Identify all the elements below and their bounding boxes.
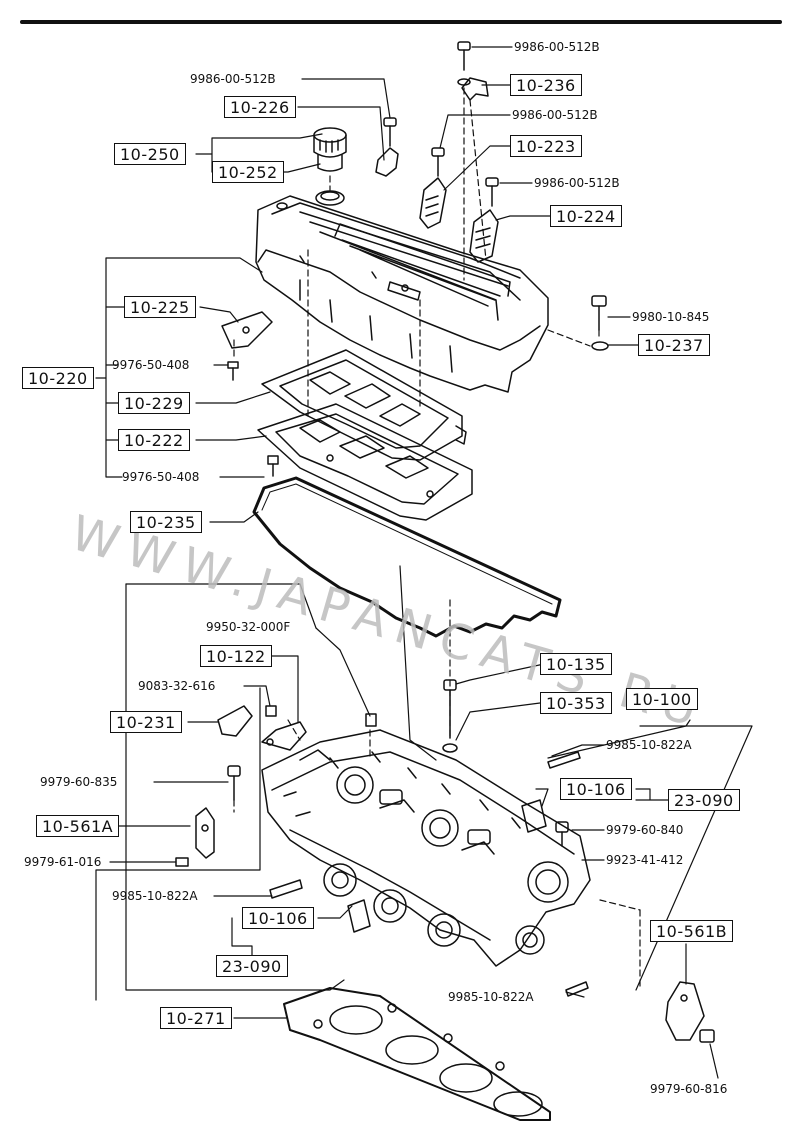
bracket-10-122 — [261, 721, 307, 751]
part-number-9986-left: 9986-00-512B — [190, 72, 276, 86]
baffle-plate-10-229 — [261, 349, 467, 461]
bracket-10-561B — [665, 981, 705, 1041]
part-number-9980: 9980-10-845 — [632, 310, 710, 324]
callout-10-231: 10-231 — [110, 711, 182, 733]
callout-23-090-right: 23-090 — [668, 789, 740, 811]
callout-10-235: 10-235 — [130, 511, 202, 533]
bracket-10-225 — [221, 311, 273, 349]
callout-10-220: 10-220 — [22, 367, 94, 389]
part-number-9985-a: 9985-10-822A — [606, 738, 692, 752]
callout-10-250: 10-250 — [114, 143, 186, 165]
part-number-9979-816: 9979-60-816 — [650, 1082, 728, 1096]
callout-10-106-left: 10-106 — [242, 907, 314, 929]
clip-10-223 — [419, 177, 447, 229]
part-number-9986-top: 9986-00-512B — [514, 40, 600, 54]
callout-10-252: 10-252 — [212, 161, 284, 183]
part-number-9985-b: 9985-10-822A — [112, 889, 198, 903]
callout-23-090-left: 23-090 — [216, 955, 288, 977]
part-number-9083: 9083-32-616 — [138, 679, 216, 693]
callout-10-237: 10-237 — [638, 334, 710, 356]
callout-10-135: 10-135 — [540, 653, 612, 675]
part-number-9976-a: 9976-50-408 — [112, 358, 190, 372]
cylinder-head-cover — [255, 190, 549, 393]
callout-10-106-right: 10-106 — [560, 778, 632, 800]
callout-10-223: 10-223 — [510, 135, 582, 157]
callout-10-271: 10-271 — [160, 1007, 232, 1029]
clip-10-224 — [469, 209, 499, 263]
part-number-9979-835: 9979-60-835 — [40, 775, 118, 789]
callout-10-229: 10-229 — [118, 392, 190, 414]
head-gasket-10-271 — [283, 987, 551, 1121]
clip-10-236 — [461, 77, 489, 101]
callout-10-226: 10-226 — [224, 96, 296, 118]
part-number-9985-c: 9985-10-822A — [448, 990, 534, 1004]
part-number-9979-840: 9979-60-840 — [606, 823, 684, 837]
clip-10-226 — [375, 147, 399, 177]
head-cover-gasket — [252, 476, 562, 638]
baffle-plate-10-222 — [257, 403, 473, 521]
callout-10-100: 10-100 — [626, 688, 698, 710]
callout-10-224: 10-224 — [550, 205, 622, 227]
plug-10-231 — [217, 705, 253, 737]
callout-10-561A: 10-561A — [36, 815, 120, 837]
part-number-9950: 9950-32-000F — [206, 620, 291, 634]
part-number-9976-b: 9976-50-408 — [122, 470, 200, 484]
sleeve-10-106 — [521, 799, 547, 833]
bracket-10-561A — [195, 807, 215, 859]
cylinder-head — [261, 729, 591, 967]
part-number-9986-mid: 9986-00-512B — [512, 108, 598, 122]
callout-10-353: 10-353 — [540, 692, 612, 714]
callout-10-225: 10-225 — [124, 296, 196, 318]
bolt-top — [383, 41, 609, 351]
callout-10-122: 10-122 — [200, 645, 272, 667]
part-number-9986-right: 9986-00-512B — [534, 176, 620, 190]
part-number-9979-016: 9979-61-016 — [24, 855, 102, 869]
callout-10-561B: 10-561B — [650, 920, 734, 942]
part-number-9923: 9923-41-412 — [606, 853, 684, 867]
callout-10-222: 10-222 — [118, 429, 190, 451]
callout-10-236: 10-236 — [510, 74, 582, 96]
